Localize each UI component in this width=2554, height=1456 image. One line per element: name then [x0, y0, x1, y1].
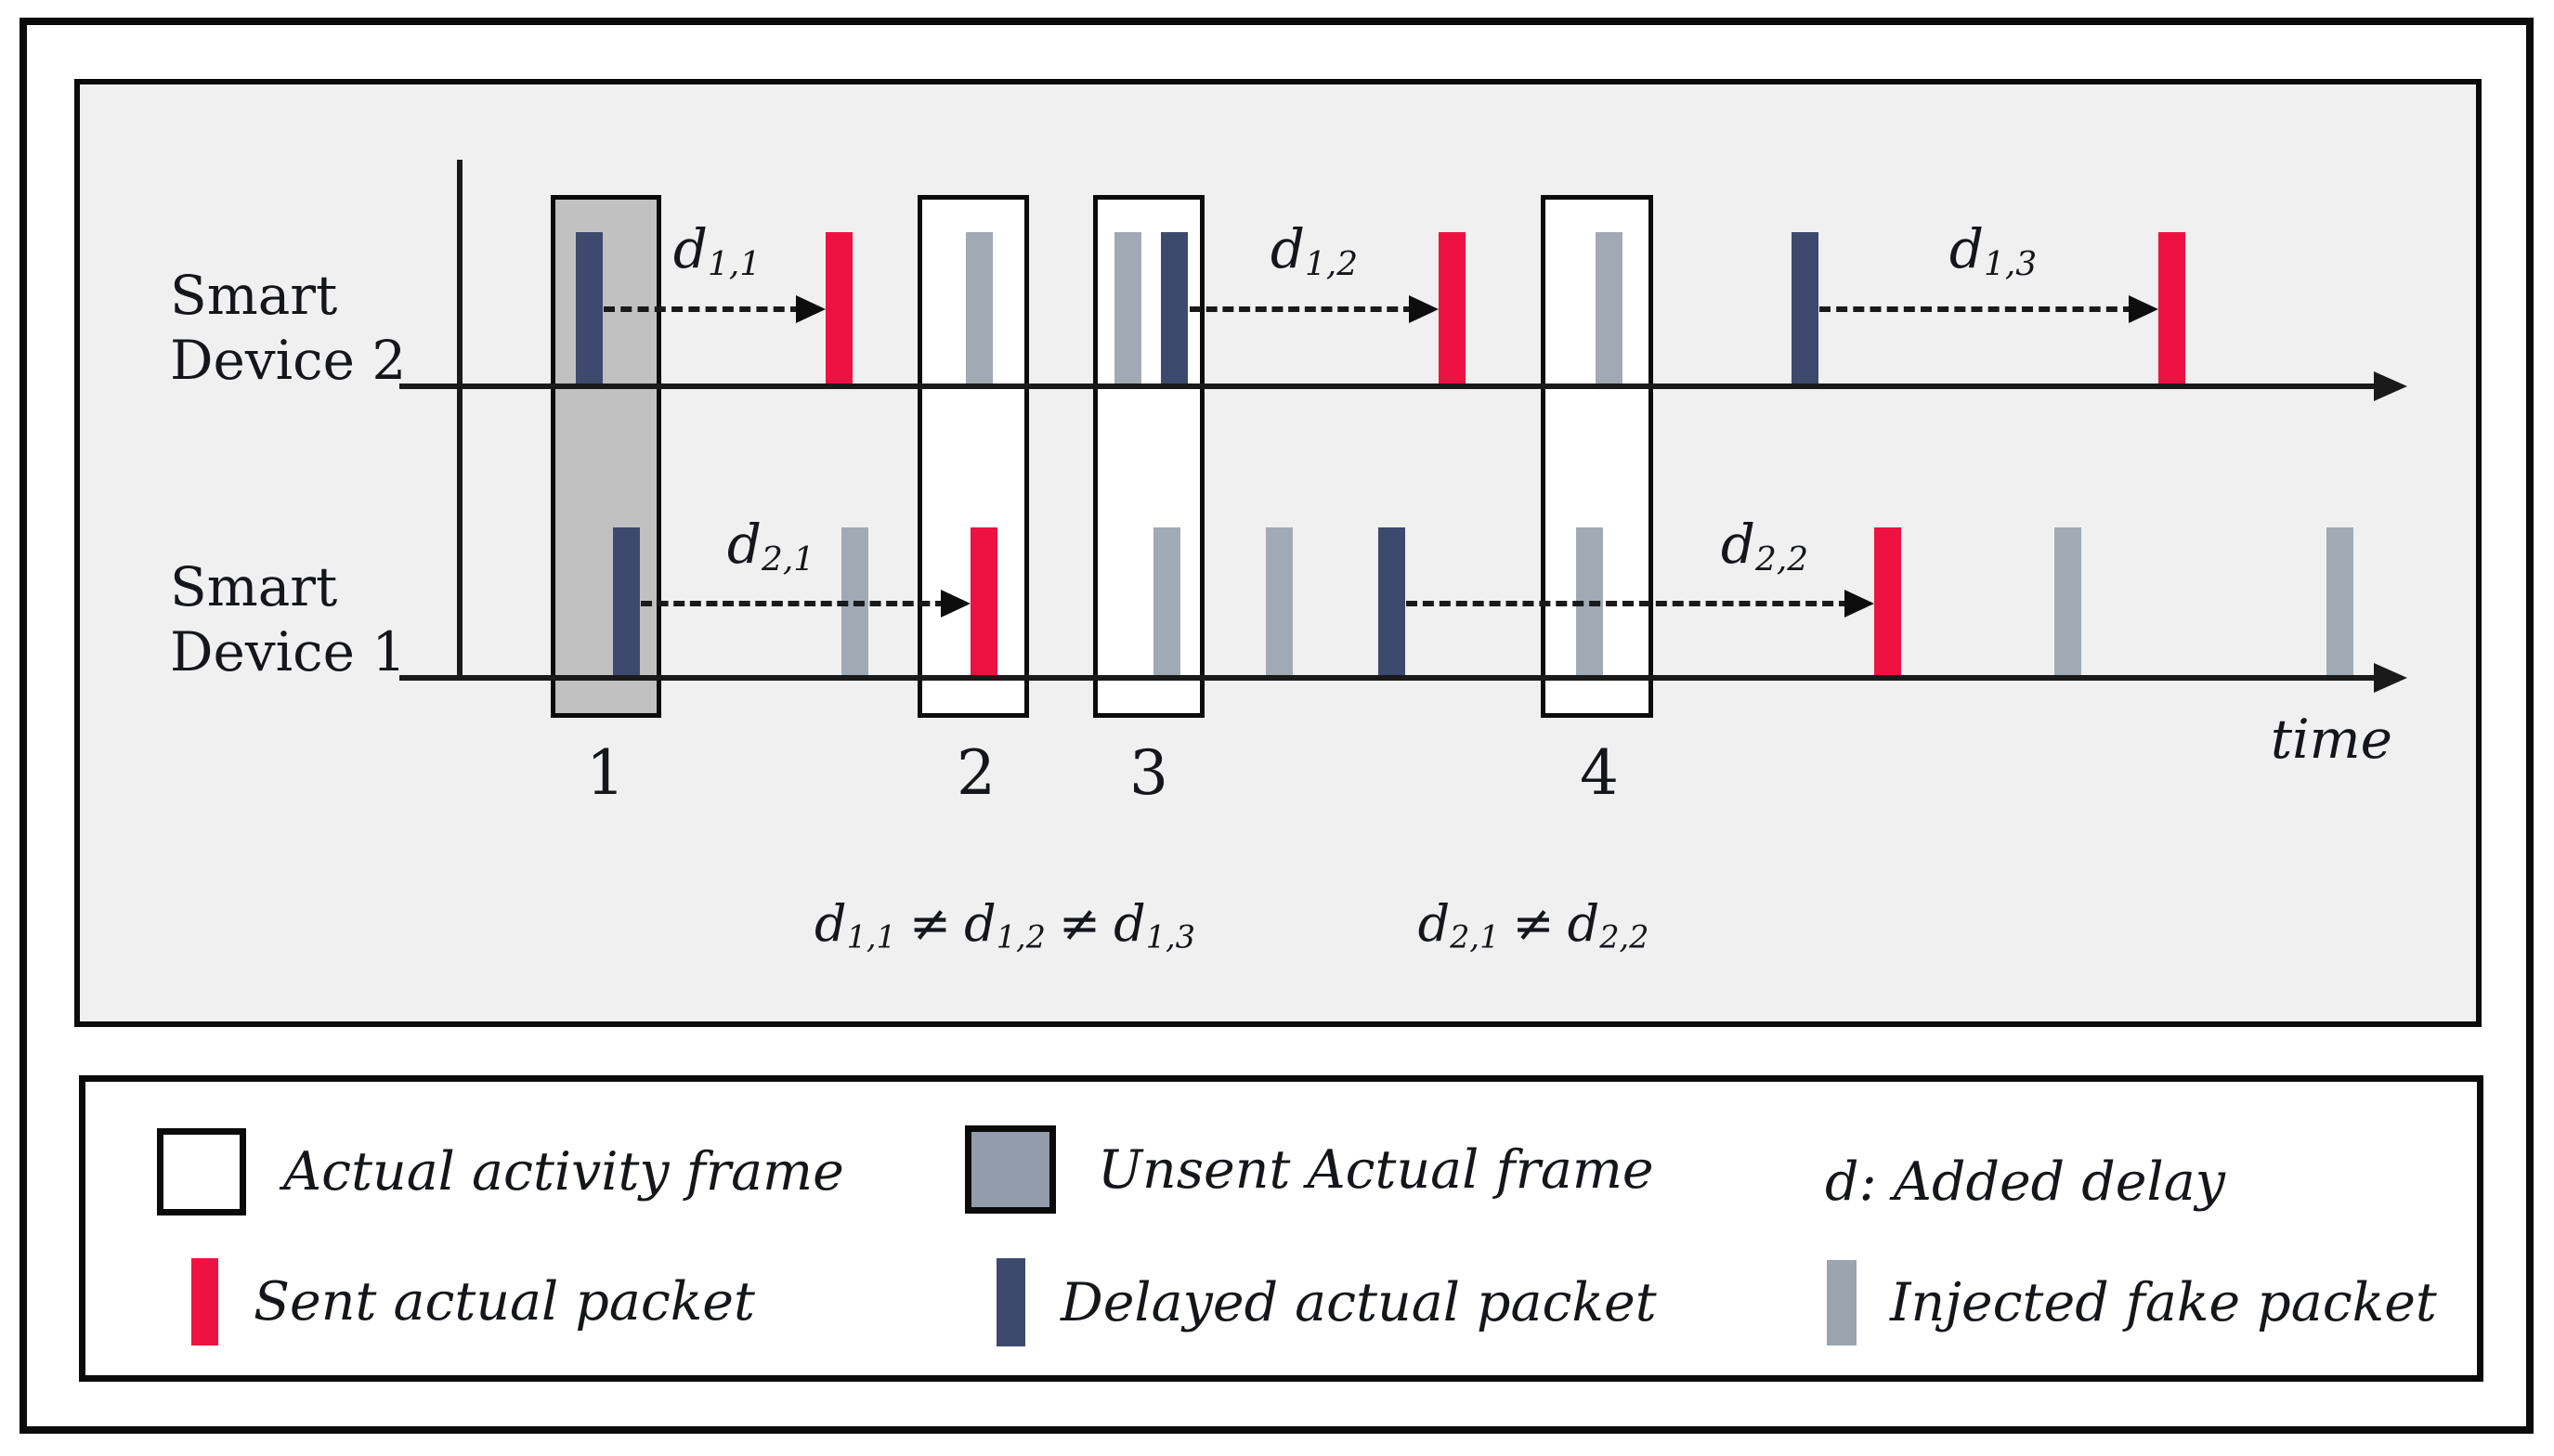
- frame-number: 2: [957, 737, 996, 809]
- delayed-actual-packet-bar: [1161, 232, 1188, 386]
- not-equal-sign: ≠: [908, 894, 952, 953]
- device2-timeline: [399, 384, 2379, 389]
- actual-activity-frame-swatch-icon: [157, 1128, 246, 1216]
- ineq1-d1: d: [814, 894, 847, 953]
- legend-item-unsent-actual-frame: Unsent Actual frame: [965, 1125, 1654, 1214]
- legend-label: Injected fake packet: [1890, 1272, 2437, 1333]
- legend-label: Actual activity frame: [283, 1141, 844, 1202]
- unsent-actual-frame-swatch-icon: [965, 1125, 1056, 1214]
- injected-fake-packet-bar: [1596, 232, 1622, 386]
- delayed-actual-packet-swatch-icon: [997, 1258, 1025, 1346]
- legend-label: Unsent Actual frame: [1098, 1138, 1654, 1201]
- delayed-actual-packet-bar: [576, 232, 603, 386]
- device2-label-line2: Device 2: [170, 329, 407, 392]
- not-equal-sign: ≠: [1512, 894, 1555, 953]
- delay-arrow: [1819, 306, 2134, 312]
- delay-label: d1,3: [1949, 221, 2037, 292]
- delay-label-base: d: [1720, 513, 1755, 576]
- vertical-axis: [457, 160, 463, 681]
- ineq1-d2: d: [964, 894, 997, 953]
- device2-label: Smart Device 2: [170, 263, 406, 393]
- legend-label: Delayed actual packet: [1061, 1271, 1657, 1333]
- ineq2-d2: d: [1567, 894, 1600, 953]
- injected-fake-packet-bar: [1153, 527, 1180, 678]
- delay-label-base: d: [1948, 217, 1984, 280]
- delay-arrowhead-icon: [1409, 295, 1439, 323]
- device1-timeline: [399, 675, 2379, 681]
- legend-item-sent-actual-packet: Sent actual packet: [191, 1258, 755, 1346]
- delay-arrow: [604, 306, 801, 312]
- delay-inequality-device2: d1,1≠d1,2≠d1,3: [814, 893, 1195, 968]
- sent-actual-packet-bar: [826, 232, 853, 386]
- sent-actual-packet-bar: [1439, 232, 1466, 386]
- device2-timeline-arrowhead-icon: [2374, 371, 2407, 401]
- delay-label-base: d: [1270, 217, 1305, 280]
- delay-label: d1,1: [673, 221, 761, 292]
- sent-actual-packet-bar: [2158, 232, 2185, 386]
- injected-fake-packet-bar: [2326, 527, 2353, 678]
- device1-label-line2: Device 1: [170, 620, 407, 683]
- delay-label-sub: 1,1: [707, 244, 762, 283]
- sent-actual-packet-swatch-icon: [191, 1258, 218, 1346]
- legend-item-injected-fake-packet: Injected fake packet: [1827, 1260, 2437, 1346]
- delay-label-sub: 1,2: [1304, 244, 1359, 283]
- delay-label: d1,2: [1270, 221, 1358, 292]
- delay-arrow: [1190, 306, 1414, 312]
- delay-label: d2,2: [1721, 516, 1808, 588]
- delayed-actual-packet-bar: [1378, 527, 1405, 678]
- delayed-actual-packet-bar: [1792, 232, 1818, 386]
- ineq2-sub1: 2,1: [1450, 918, 1500, 956]
- delayed-actual-packet-bar: [613, 527, 640, 678]
- delay-arrow: [641, 601, 946, 606]
- legend-label: Sent actual packet: [254, 1271, 755, 1332]
- device1-label: Smart Device 1: [170, 554, 406, 684]
- delay-arrow: [1406, 601, 1850, 606]
- legend-item-added-delay: d: Added delay: [1825, 1138, 2225, 1226]
- frame-number: 4: [1580, 737, 1619, 809]
- frame-number: 1: [586, 737, 625, 809]
- device2-label-line1: Smart: [170, 264, 338, 327]
- injected-fake-packet-bar: [1114, 232, 1141, 386]
- delay-arrowhead-icon: [941, 590, 971, 618]
- ineq2-d1: d: [1417, 894, 1451, 953]
- device1-timeline-arrowhead-icon: [2374, 663, 2407, 693]
- delay-arrowhead-icon: [1844, 590, 1874, 618]
- delay-label-sub: 1,3: [1983, 244, 2038, 283]
- ineq2-sub2: 2,2: [1599, 918, 1649, 956]
- delay-arrowhead-icon: [2129, 295, 2158, 323]
- legend-item-actual-activity-frame: Actual activity frame: [157, 1128, 844, 1216]
- delay-inequality-device1: d2,1≠d2,2: [1418, 893, 1649, 968]
- device1-label-line1: Smart: [170, 555, 338, 618]
- not-equal-sign: ≠: [1058, 894, 1101, 953]
- delay-label-base: d: [672, 217, 708, 280]
- outer-border: [20, 18, 2534, 1434]
- ineq1-sub2: 1,2: [996, 918, 1046, 956]
- delay-label-base: d: [726, 513, 762, 576]
- injected-fake-packet-bar: [966, 232, 993, 386]
- actual-activity-frame: [1093, 195, 1205, 718]
- unsent-actual-frame: [551, 195, 661, 718]
- delay-arrowhead-icon: [796, 295, 826, 323]
- ineq1-d3: d: [1114, 894, 1146, 953]
- delay-label-sub: 2,2: [1754, 540, 1809, 578]
- injected-fake-packet-swatch-icon: [1827, 1260, 1857, 1346]
- time-axis-label: time: [2270, 708, 2392, 771]
- legend-item-delayed-actual-packet: Delayed actual packet: [997, 1258, 1657, 1346]
- injected-fake-packet-bar: [2054, 527, 2081, 678]
- delay-label-sub: 2,1: [761, 540, 815, 578]
- injected-fake-packet-bar: [1266, 527, 1293, 678]
- sent-actual-packet-bar: [1874, 527, 1901, 678]
- delay-label: d2,1: [727, 516, 814, 588]
- ineq1-sub1: 1,1: [846, 918, 896, 956]
- legend-box: Actual activity frame Unsent Actual fram…: [79, 1075, 2483, 1382]
- frame-number: 3: [1129, 737, 1168, 809]
- legend-label: d: Added delay: [1825, 1151, 2225, 1213]
- ineq1-sub3: 1,3: [1145, 918, 1195, 956]
- sent-actual-packet-bar: [971, 527, 997, 678]
